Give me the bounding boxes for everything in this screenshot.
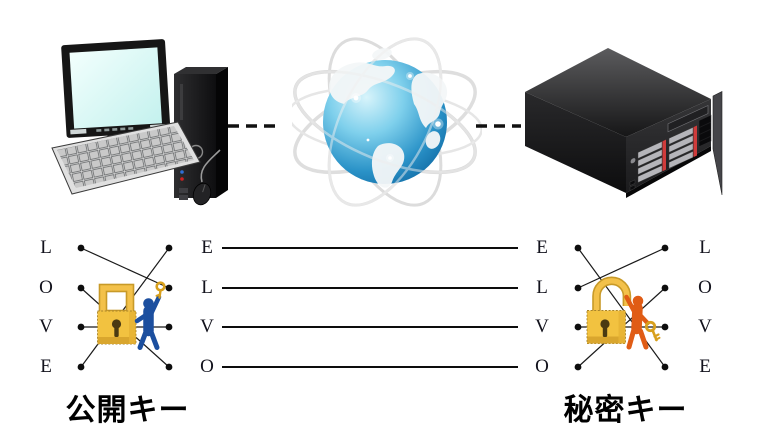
plaintext-letter: O xyxy=(698,277,712,298)
ciphertext-letter: L xyxy=(201,277,213,298)
encrypt-node-dots xyxy=(77,244,173,371)
server-rack-rail xyxy=(712,91,723,196)
computer-mouse xyxy=(192,182,212,206)
server-top-face xyxy=(525,48,711,137)
plaintext-letter: V xyxy=(698,316,712,337)
globe-network-icon xyxy=(292,37,482,207)
bay-red-stripe xyxy=(693,125,697,158)
ciphertext-letter: O xyxy=(535,356,549,377)
sparkle-dots xyxy=(351,72,444,162)
gold-padlock-square-shackle-icon xyxy=(97,283,137,345)
rack-server-icon xyxy=(525,48,723,198)
computer-keyboard xyxy=(51,121,201,195)
orbit-rings-front xyxy=(293,37,477,207)
plaintext-letter: L xyxy=(699,237,711,258)
plaintext-letter: O xyxy=(39,277,53,298)
plaintext-letter: E xyxy=(40,356,52,377)
computer-monitor xyxy=(61,39,171,138)
ciphertext-letter: E xyxy=(536,237,548,258)
gold-key-icon xyxy=(644,320,661,342)
gold-padlock-round-shackle-icon xyxy=(586,276,632,344)
gold-key-icon xyxy=(155,281,166,299)
plaintext-letter: V xyxy=(39,316,53,337)
drive-bay-slats xyxy=(637,127,694,183)
plaintext-letter: E xyxy=(699,356,711,377)
server-grille xyxy=(698,114,712,148)
ciphertext-letter: E xyxy=(201,237,213,258)
ciphertext-letter: V xyxy=(535,316,549,337)
decrypt-node-dots xyxy=(574,244,669,371)
public-key-label: 公開キー xyxy=(65,394,190,427)
ciphertext-letter: V xyxy=(200,316,214,337)
transmission-lines xyxy=(222,247,518,368)
server-side-face xyxy=(525,92,626,193)
decrypt-substitution-lines xyxy=(577,247,666,368)
server-front-details xyxy=(629,105,712,191)
desktop-computer-icon xyxy=(51,39,228,206)
private-key-label: 秘密キー xyxy=(563,394,688,427)
ciphertext-letter: L xyxy=(536,277,548,298)
plaintext-letter: L xyxy=(40,237,52,258)
bay-red-stripe xyxy=(662,139,666,172)
mouse-cable xyxy=(200,149,221,183)
blue-person-with-key-icon xyxy=(134,294,162,350)
orange-person-with-key-icon xyxy=(624,294,650,350)
ciphertext-letter: O xyxy=(200,356,214,377)
